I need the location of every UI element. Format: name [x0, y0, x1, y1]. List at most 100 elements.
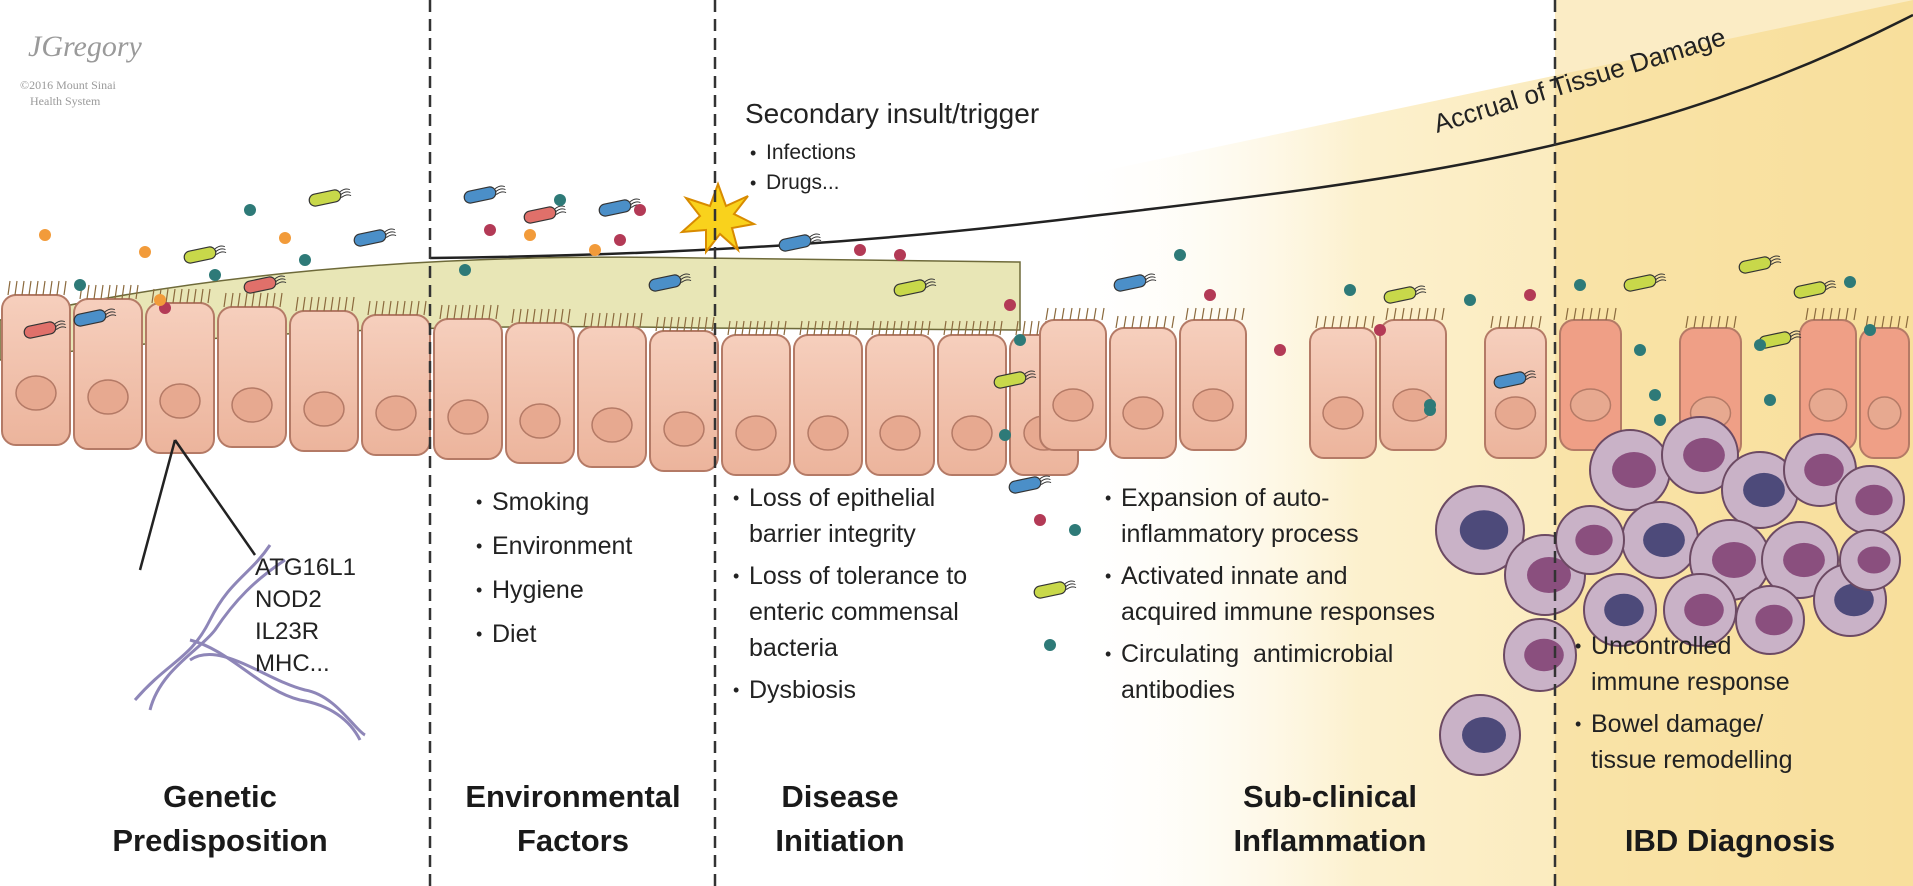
molecule-dot: [1274, 344, 1286, 356]
bacterium-icon: [308, 187, 352, 207]
subclinical-bullet: Activated innate and: [1121, 562, 1348, 590]
immune-cell-icon: [1622, 502, 1698, 578]
epithelial-cell-damaged: [1800, 308, 1856, 450]
epithelial-cell: [866, 321, 934, 475]
trigger-item: Infections: [750, 138, 856, 168]
bacterium-icon: [523, 204, 567, 224]
environmental-factor: Smoking: [476, 480, 632, 524]
immune-cell-icon: [1440, 695, 1520, 775]
immune-cell-icon: [1504, 619, 1576, 691]
subclinical-bullet-cont: acquired immune responses: [1105, 594, 1435, 630]
epithelial-cell: [722, 321, 790, 475]
molecule-dot: [1174, 249, 1186, 261]
molecule-dot: [1524, 289, 1536, 301]
environmental-factor: Hygiene: [476, 568, 632, 612]
molecule-dot: [634, 204, 646, 216]
molecule-dot: [139, 246, 151, 258]
molecule-dot: [299, 254, 311, 266]
gene-pointer-line: [175, 440, 255, 555]
molecule-dot: [1004, 299, 1016, 311]
epithelial-cell: [218, 293, 286, 447]
molecule-dot: [1374, 324, 1386, 336]
molecule-dot: [74, 279, 86, 291]
initiation-bullet-cont: bacteria: [733, 630, 967, 666]
epithelial-cell: [434, 305, 502, 459]
epithelial-cell-damaged: [1110, 316, 1176, 458]
epithelial-cell-damaged: [1860, 316, 1909, 458]
molecule-dot: [154, 294, 166, 306]
disease-initiation-list: •Loss of epithelial barrier integrity •L…: [733, 480, 967, 708]
gene-pointer-line: [140, 440, 175, 570]
molecule-dot: [1069, 524, 1081, 536]
subclinical-bullet: Expansion of auto-: [1121, 484, 1329, 512]
molecule-dot: [1014, 334, 1026, 346]
initiation-bullet-cont: barrier integrity: [733, 516, 967, 552]
gene-list: ATG16L1 NOD2 IL23R MHC...: [255, 552, 356, 680]
initiation-bullet: Dysbiosis: [749, 676, 856, 704]
epithelial-cell: [938, 321, 1006, 475]
environmental-factor: Environment: [476, 524, 632, 568]
molecule-dot: [209, 269, 221, 281]
gene-label: MHC...: [255, 648, 356, 680]
stage-title-genetic: GeneticPredisposition: [90, 775, 350, 863]
artist-signature: JGregory: [28, 30, 142, 64]
molecule-dot: [1464, 294, 1476, 306]
gene-label: IL23R: [255, 616, 356, 648]
bacterium-icon: [353, 227, 397, 247]
immune-cell-icon: [1556, 506, 1624, 574]
bacterium-icon: [463, 184, 507, 204]
epithelial-cell-damaged: [1180, 308, 1246, 450]
molecule-dot: [1764, 394, 1776, 406]
epithelial-cell: [2, 281, 70, 445]
molecule-dot: [1344, 284, 1356, 296]
subclinical-inflammation-list: •Expansion of auto- inflammatory process…: [1105, 480, 1435, 708]
molecule-dot: [1654, 414, 1666, 426]
ibd-diagnosis-list: •Uncontrolled immune response •Bowel dam…: [1575, 628, 1793, 778]
molecule-dot: [524, 229, 536, 241]
molecule-dot: [1634, 344, 1646, 356]
gene-label: NOD2: [255, 584, 356, 616]
immune-cell-icon: [1840, 530, 1900, 590]
molecule-dot: [894, 249, 906, 261]
diagnosis-bullet: Bowel damage/: [1591, 710, 1763, 738]
molecule-dot: [589, 244, 601, 256]
trigger-starburst-icon: [682, 184, 754, 252]
environmental-factors-list: Smoking Environment Hygiene Diet: [476, 480, 632, 656]
subclinical-bullet-cont: inflammatory process: [1105, 516, 1435, 552]
molecule-dot: [1864, 324, 1876, 336]
immune-cell-icon: [1836, 466, 1904, 534]
epithelial-cell-damaged: [1485, 316, 1546, 458]
molecule-dot: [459, 264, 471, 276]
trigger-title: Secondary insult/trigger: [745, 98, 1039, 130]
molecule-dot: [1424, 404, 1436, 416]
initiation-bullet: Loss of epithelial: [749, 484, 935, 512]
epithelial-cell-damaged: [1560, 308, 1621, 450]
molecule-dot: [999, 429, 1011, 441]
diagnosis-bullet-cont: immune response: [1575, 664, 1793, 700]
epithelial-cell: [794, 321, 862, 475]
molecule-dot: [39, 229, 51, 241]
molecule-dot: [244, 204, 256, 216]
stage-title-diagnosis: IBD Diagnosis: [1570, 775, 1890, 863]
molecule-dot: [1574, 279, 1586, 291]
molecule-dot: [1844, 276, 1856, 288]
subclinical-bullet-cont: antibodies: [1105, 672, 1435, 708]
trigger-item: Drugs...: [750, 168, 856, 198]
initiation-bullet-cont: enteric commensal: [733, 594, 967, 630]
epithelial-cell: [578, 313, 646, 467]
molecule-dot: [554, 194, 566, 206]
diagnosis-bullet: Uncontrolled: [1591, 632, 1731, 660]
initiation-bullet: Loss of tolerance to: [749, 562, 967, 590]
gene-label: ATG16L1: [255, 552, 356, 584]
copyright-text: ©2016 Mount Sinai: [20, 78, 116, 93]
epithelial-cell: [290, 297, 358, 451]
molecule-dot: [1034, 514, 1046, 526]
molecule-dot: [1044, 639, 1056, 651]
epithelial-cell-damaged: [1380, 308, 1446, 450]
molecule-dot: [614, 234, 626, 246]
epithelial-cell: [362, 301, 430, 455]
